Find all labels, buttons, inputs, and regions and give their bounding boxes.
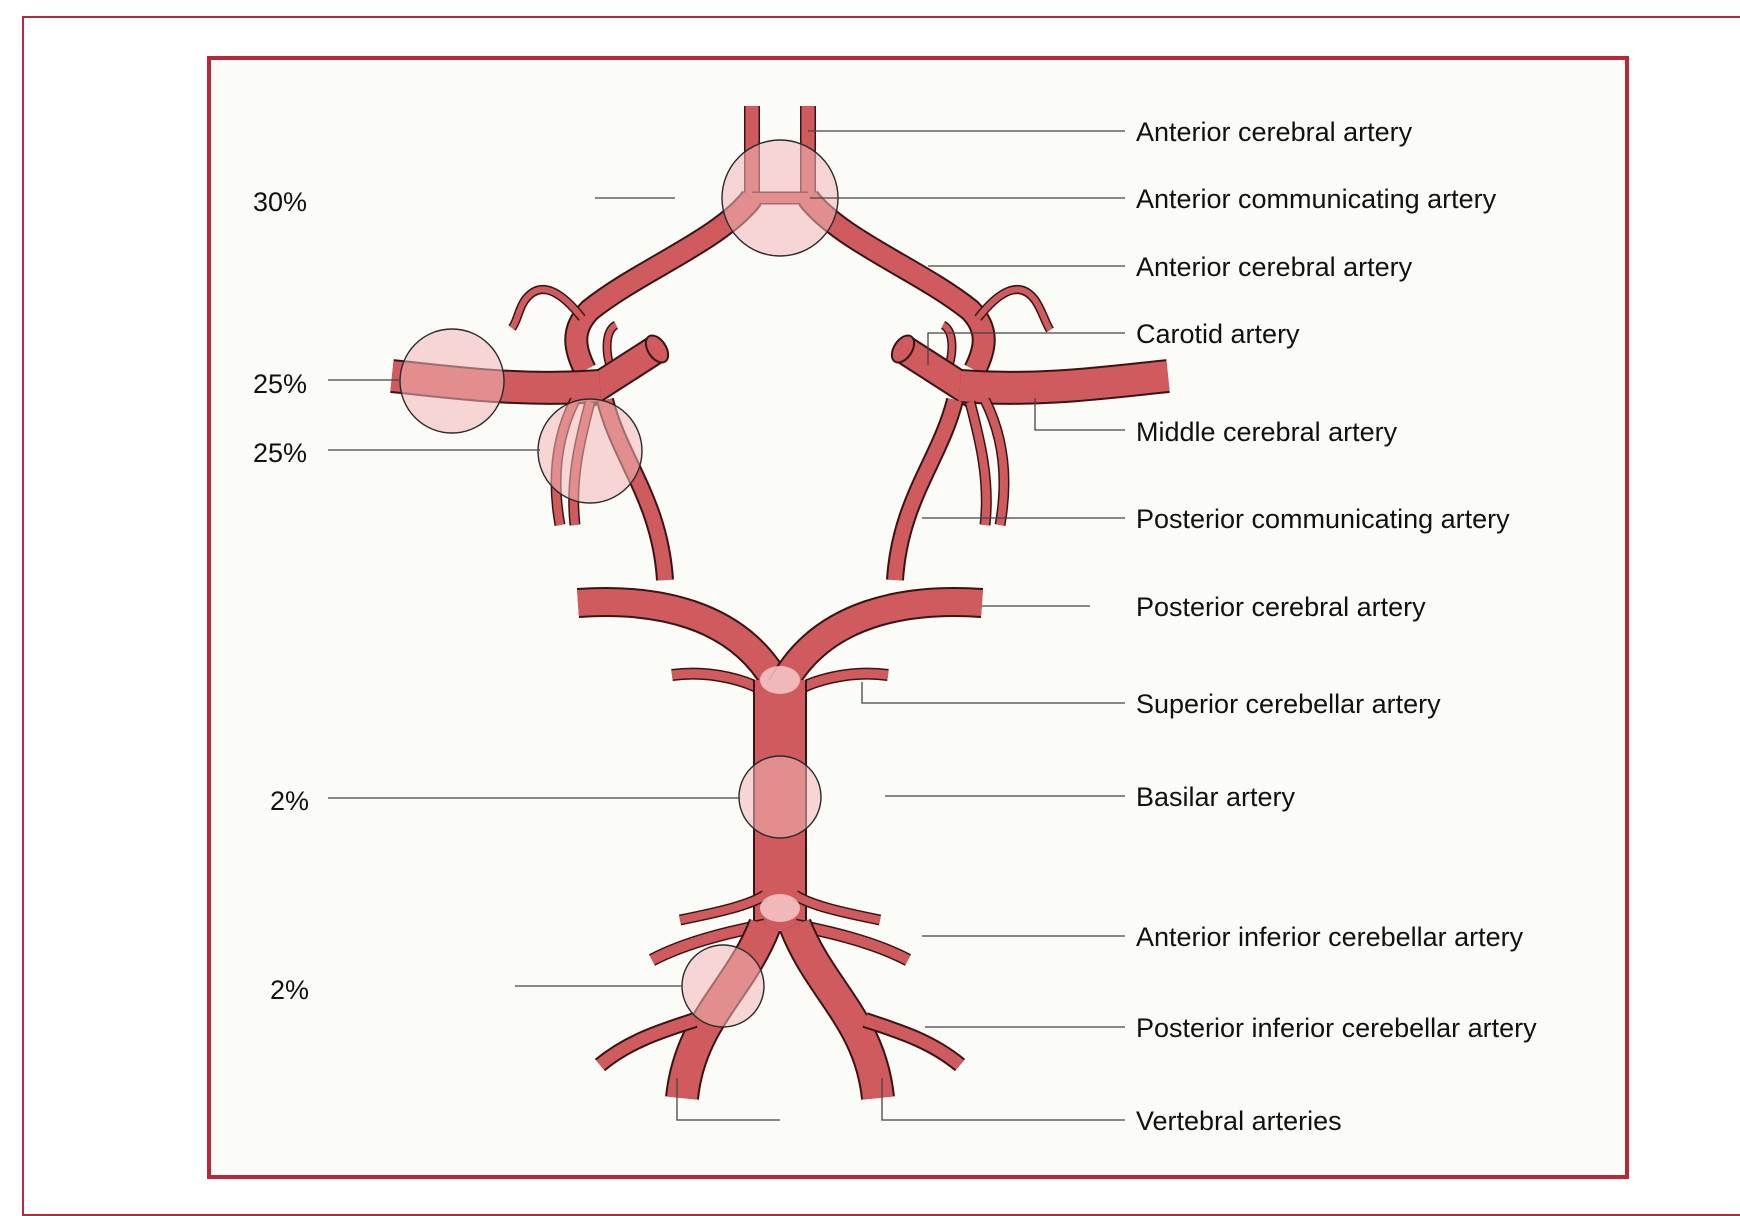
label-middle-cerebral: Middle cerebral artery [1136,417,1398,447]
mca-site-circle [400,329,504,433]
label-anterior-cerebral-top: Anterior cerebral artery [1136,117,1413,147]
pct-acom: 30% [253,187,307,217]
pct-pcom: 25% [253,438,307,468]
label-superior-cerebellar: Superior cerebellar artery [1136,689,1441,719]
label-anterior-inferior-cerebellar: Anterior inferior cerebellar artery [1136,922,1524,952]
pica-site-circle [682,945,764,1027]
label-posterior-inferior-cerebellar: Posterior inferior cerebellar artery [1136,1013,1537,1043]
label-posterior-communicating: Posterior communicating artery [1136,504,1510,534]
pcom-site-circle [538,399,642,503]
label-anterior-cerebral-mid: Anterior cerebral artery [1136,252,1413,282]
label-basilar: Basilar artery [1136,782,1296,812]
pct-basilar: 2% [270,786,309,816]
label-posterior-cerebral: Posterior cerebral artery [1136,592,1426,622]
label-anterior-communicating: Anterior communicating artery [1136,184,1497,214]
label-vertebral: Vertebral arteries [1136,1106,1342,1136]
label-carotid: Carotid artery [1136,319,1300,349]
pct-pica: 2% [270,975,309,1005]
pct-mca: 25% [253,369,307,399]
basilar-site-circle [739,756,821,838]
